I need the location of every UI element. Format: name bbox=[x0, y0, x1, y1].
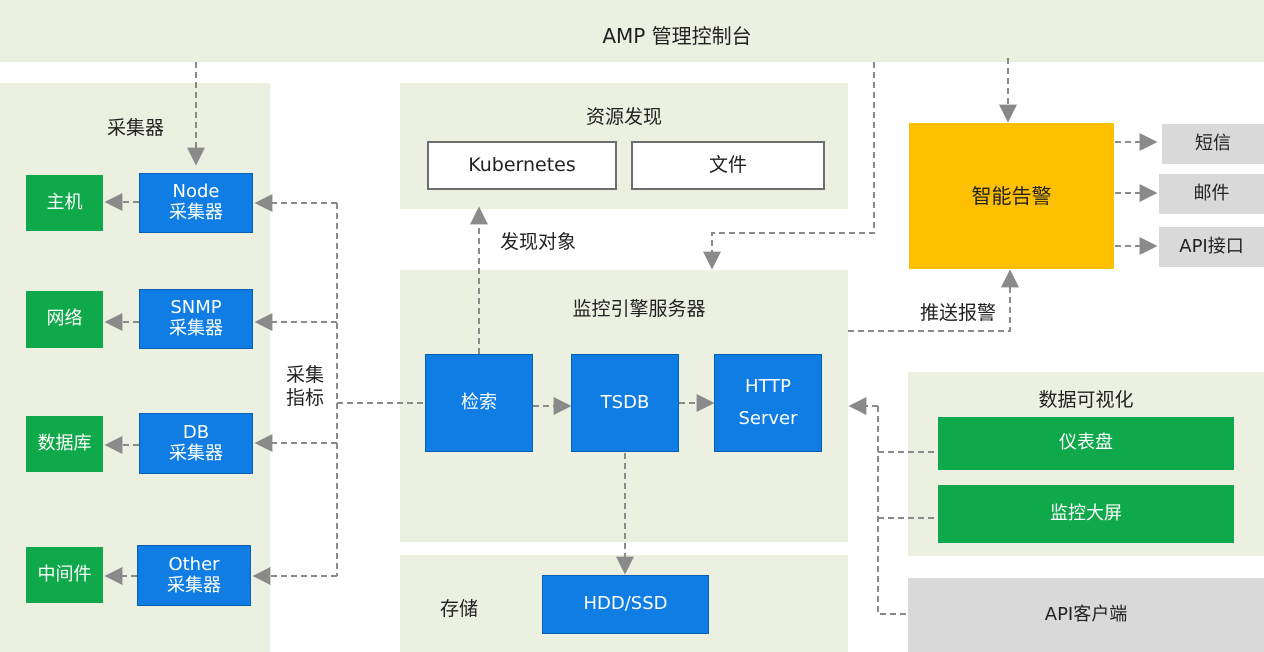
kubernetes-box[interactable]: Kubernetes bbox=[427, 141, 617, 190]
http-line2: Server bbox=[738, 408, 798, 429]
console-bar bbox=[0, 0, 1264, 62]
collect-metrics-line2: 指标 bbox=[286, 386, 325, 409]
target-database[interactable]: 数据库 bbox=[26, 416, 103, 472]
snmp-collector-line1: SNMP bbox=[170, 297, 222, 319]
channel-api[interactable]: API接口 bbox=[1159, 227, 1264, 267]
file-box[interactable]: 文件 bbox=[631, 141, 825, 190]
big-screen-box[interactable]: 监控大屏 bbox=[938, 485, 1234, 543]
collect-metrics-line1: 采集 bbox=[286, 364, 325, 386]
visualization-title: 数据可视化 bbox=[1038, 389, 1134, 411]
console-title: AMP 管理控制台 bbox=[602, 24, 752, 48]
hdd-ssd-box[interactable]: HDD/SSD bbox=[542, 575, 709, 634]
other-collector-line1: Other bbox=[168, 553, 220, 575]
node-collector-line1: Node bbox=[172, 181, 220, 203]
push-alert-label: 推送报警 bbox=[920, 302, 997, 324]
discovery-title: 资源发现 bbox=[585, 106, 662, 128]
collector-panel-title: 采集器 bbox=[107, 117, 165, 139]
api-client-box[interactable]: API客户端 bbox=[908, 578, 1264, 652]
collect-metrics-label: 采集 指标 bbox=[286, 364, 325, 410]
dashboard-box[interactable]: 仪表盘 bbox=[938, 417, 1234, 470]
target-network[interactable]: 网络 bbox=[26, 291, 103, 348]
channel-mail[interactable]: 邮件 bbox=[1159, 174, 1264, 214]
tsdb-box[interactable]: TSDB bbox=[571, 354, 679, 452]
http-line1: HTTP bbox=[744, 375, 792, 397]
other-collector-line2: 采集器 bbox=[167, 574, 221, 596]
engine-title: 监控引擎服务器 bbox=[572, 298, 706, 320]
storage-title: 存储 bbox=[440, 598, 479, 620]
snmp-collector-line2: 采集器 bbox=[169, 318, 223, 339]
search-box[interactable]: 检索 bbox=[425, 354, 533, 452]
target-host[interactable]: 主机 bbox=[26, 175, 103, 231]
channel-sms[interactable]: 短信 bbox=[1162, 124, 1264, 164]
client-bus bbox=[877, 406, 908, 615]
target-middleware[interactable]: 中间件 bbox=[26, 547, 103, 603]
smart-alert-box[interactable]: 智能告警 bbox=[909, 123, 1114, 269]
http-server-box[interactable]: HTTP Server bbox=[714, 354, 822, 452]
db-collector-line2: 采集器 bbox=[169, 442, 223, 464]
db-collector-line1: DB bbox=[182, 421, 210, 443]
node-collector-line2: 采集器 bbox=[169, 202, 223, 223]
discover-objects-label: 发现对象 bbox=[500, 231, 577, 253]
